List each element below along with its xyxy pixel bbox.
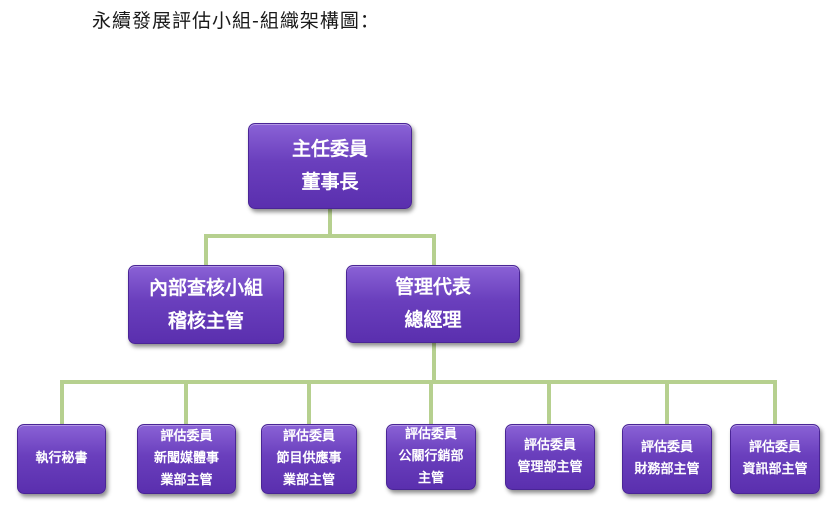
node-news-media-dept: 評估委員 新聞媒體事 業部主管 [137,424,236,494]
node-program-supply-role: 評估委員 [282,429,335,444]
node-program-supply-dept: 評估委員 節目供應事 業部主管 [261,424,357,494]
node-news-media-line2: 新聞媒體事 [153,451,219,466]
node-internal-audit-title: 內部查核小組 [148,276,263,299]
node-finance-dept-role: 評估委員 [640,440,693,455]
node-program-supply-line3: 業部主管 [282,473,335,488]
node-finance-dept: 評估委員 財務部主管 [622,424,712,494]
node-it-dept-line2: 資訊部主管 [742,462,808,477]
node-it-dept: 評估委員 資訊部主管 [730,424,820,494]
node-management-dept-line2: 管理部主管 [517,460,583,475]
node-news-media-role: 評估委員 [160,429,213,444]
node-management-rep: 管理代表 總經理 [346,265,520,343]
node-executive-secretary: 執行秘書 [17,424,106,494]
node-chair-title: 主任委員 [291,138,368,160]
node-news-media-line3: 業部主管 [160,473,213,488]
node-pr-marketing-line2: 公關行銷部 [398,449,464,464]
node-management-rep-title: 管理代表 [394,276,471,298]
node-pr-marketing-line3: 主管 [417,471,444,486]
node-internal-audit-person: 稽核主管 [167,309,244,332]
node-finance-dept-line2: 財務部主管 [634,462,700,477]
node-it-dept-role: 評估委員 [748,440,801,455]
node-pr-marketing-dept: 評估委員 公關行銷部 主管 [386,424,476,490]
node-chair-person: 董事長 [301,171,359,193]
node-pr-marketing-role: 評估委員 [404,427,457,442]
node-chair: 主任委員 董事長 [248,123,412,209]
node-management-rep-person: 總經理 [404,309,462,331]
node-internal-audit: 內部查核小組 稽核主管 [128,265,284,344]
node-management-dept-role: 評估委員 [523,438,576,453]
node-management-dept: 評估委員 管理部主管 [505,424,595,490]
node-executive-secretary-title: 執行秘書 [35,451,88,466]
node-program-supply-line2: 節目供應事 [276,451,342,466]
page-title: 永續發展評估小組-組織架構圖： [92,10,380,32]
